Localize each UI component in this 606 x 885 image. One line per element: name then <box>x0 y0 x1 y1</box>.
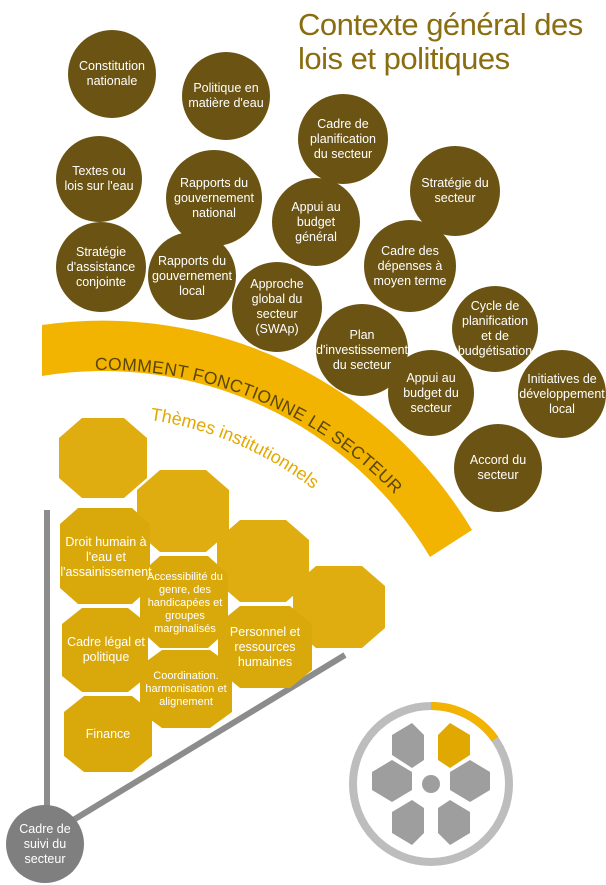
fan-line-diagonal <box>45 652 347 839</box>
circle-cadre-depenses: Cadre des dépenses à moyen terme <box>364 220 456 312</box>
fan-lines <box>44 510 347 839</box>
hex-empty-3 <box>217 520 309 602</box>
sector-banner-arc <box>42 320 472 557</box>
hex-cadre-legal <box>62 608 148 692</box>
hex-finance <box>64 696 152 772</box>
title-line-1: Contexte général des <box>298 7 583 42</box>
page-title: Contexte général des lois et politiques <box>298 8 598 76</box>
hex-droit <box>60 508 150 604</box>
circle-constitution: Constitution nationale <box>68 30 156 118</box>
hex-coordination <box>140 650 232 728</box>
circle-appui-budget-secteur: Appui au budget du secteur <box>388 350 474 436</box>
hex-grid <box>59 418 385 772</box>
hex-empty-4 <box>293 566 385 648</box>
hex-empty-1 <box>59 418 147 498</box>
circle-strategie-secteur: Stratégie du secteur <box>410 146 500 236</box>
hex-label-accessibilite: Accessibilité du genre, des handicapées … <box>147 570 223 635</box>
circle-rapports-national: Rapports du gouvernement national <box>166 150 262 246</box>
hex-label-cadre-legal: Cadre légal et politique <box>67 635 145 664</box>
circle-cadre-planification: Cadre de planification du secteur <box>298 94 388 184</box>
circle-cycle-planification: Cycle de planification et de budgétisati… <box>452 286 538 372</box>
hex-accessibilite <box>140 556 228 648</box>
hex-label-coordination: Coordination. harmonisation et alignemen… <box>145 669 227 708</box>
monitoring-circle: Cadre de suivi du secteur <box>6 805 84 883</box>
title-line-2: lois et politiques <box>298 41 510 76</box>
circle-initiatives-local: Initiatives de développement local <box>518 350 606 438</box>
sector-wheel-icon <box>349 701 513 866</box>
circle-appui-budget-general: Appui au budget général <box>272 178 360 266</box>
circle-politique-eau: Politique en matière d'eau <box>182 52 270 140</box>
circle-rapports-local: Rapports du gouvernement local <box>148 232 236 320</box>
hex-label-personnel: Personnel et ressources humaines <box>229 624 301 669</box>
hex-personnel <box>218 606 312 688</box>
hex-empty-2 <box>137 470 229 552</box>
hex-label-finance: Finance <box>85 726 131 741</box>
circle-strategie-assistance: Stratégie d'assistance conjointe <box>56 222 146 312</box>
circle-swap: Approche global du secteur (SWAp) <box>232 262 322 352</box>
highlight-segment <box>438 723 470 768</box>
circle-textes-lois: Textes ou lois sur l'eau <box>56 136 142 222</box>
hex-label-droit: Droit humain à l'eau et l'assainissement <box>60 534 152 579</box>
circle-accord-secteur: Accord du secteur <box>454 424 542 512</box>
